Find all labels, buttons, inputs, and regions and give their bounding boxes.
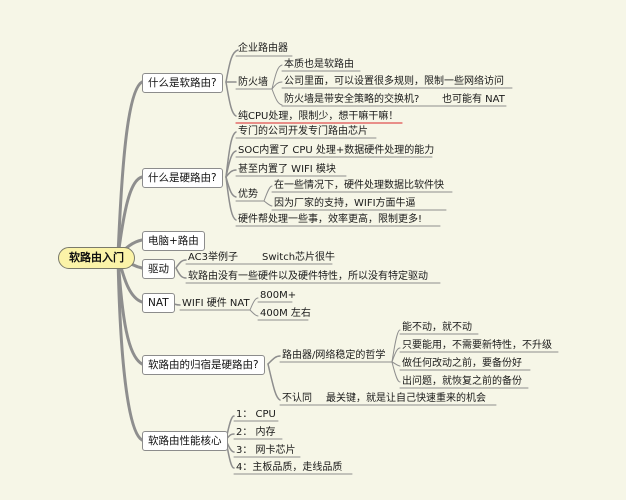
node-800m: 800M+ xyxy=(260,290,297,301)
node-pure-cpu: 纯CPU处理，限制少，想干嘛干嘛！ xyxy=(238,111,399,122)
node-firewall-nat: 也可能有 NAT xyxy=(442,94,505,105)
node-no-driver: 软路由没有一些硬件以及硬件特性，所以没有特定驱动 xyxy=(188,271,428,282)
node-wifi-vendor: 因为厂家的支持，WIFI方面牛逼 xyxy=(274,198,416,209)
connector xyxy=(116,175,144,258)
node-ac3-example: AC3举例子 xyxy=(188,252,239,263)
connector xyxy=(225,81,237,117)
node-cpu: 1： CPU xyxy=(236,409,276,420)
node-enterprise-router: 企业路由器 xyxy=(238,43,288,54)
connector xyxy=(391,347,401,363)
connector xyxy=(175,259,187,269)
node-firewall-switch: 防火墙是带安全策略的交换机? xyxy=(284,94,420,105)
connector xyxy=(116,80,144,258)
connector xyxy=(225,131,237,178)
node-disagree: 不认同 xyxy=(282,393,312,404)
node-hw-faster: 在一些情况下，硬件处理数据比软件快 xyxy=(274,180,444,191)
node-firewall-rules: 公司里面，可以设置很多规则，限制一些网络访问 xyxy=(284,76,504,87)
connector xyxy=(263,200,273,207)
node-stability-philosophy: 路由器/网络稳定的哲学 xyxy=(282,350,386,361)
node-no-upgrade: 只要能用，不需要新特性，不升级 xyxy=(402,340,552,351)
node-fast-restart: 最关键，就是让自己快速重来的机会 xyxy=(326,393,486,404)
connector xyxy=(263,185,273,202)
branch-soft-to-hard: 软路由的归宿是硬路由? xyxy=(142,355,265,375)
connector xyxy=(225,176,237,221)
branch-performance-core: 软路由性能核心 xyxy=(142,431,228,451)
connector xyxy=(267,363,281,401)
node-400m: 400M 左右 xyxy=(260,308,311,319)
node-hw-efficiency: 硬件帮处理一些事，效率更高，限制更多! xyxy=(238,214,423,225)
node-firewall-essence: 本质也是软路由 xyxy=(284,59,354,70)
connector xyxy=(225,49,239,83)
branch-pc-router: 电脑+路由 xyxy=(142,231,205,251)
branch-what-is-soft-router: 什么是软路由? xyxy=(142,73,223,93)
connector xyxy=(391,329,401,363)
connector xyxy=(225,169,237,178)
node-restore: 出问题，就恢复之前的备份 xyxy=(402,376,522,387)
node-wifi-hw-nat: WIFI 硬件 NAT xyxy=(182,298,250,309)
connector xyxy=(175,267,187,279)
connector xyxy=(391,361,401,367)
node-backup-first: 做任何改动之前，要备份好 xyxy=(402,358,522,369)
node-switch-chip: Switch芯片很牛 xyxy=(262,252,336,263)
branch-what-is-hard-router: 什么是硬路由? xyxy=(142,168,223,188)
node-memory: 2： 内存 xyxy=(236,427,276,438)
root-node: 软路由入门 xyxy=(58,247,135,269)
connector xyxy=(249,309,259,317)
connector xyxy=(249,297,259,311)
connector xyxy=(271,64,283,90)
node-dedicated-chip: 专门的公司开发专门路由芯片 xyxy=(238,126,368,137)
node-soc: SOC内置了 CPU 处理+数据硬件处理的能力 xyxy=(238,145,435,156)
connector xyxy=(116,254,144,442)
connector xyxy=(271,81,283,90)
branch-nat: NAT xyxy=(142,293,175,313)
connector xyxy=(391,361,401,383)
node-advantage: 优势 xyxy=(238,189,258,200)
node-wifi-module: 甚至内置了 WIFI 模块 xyxy=(238,164,336,175)
node-board-quality: 4：主板品质，走线品质 xyxy=(236,462,343,473)
branch-driver: 驱动 xyxy=(142,259,175,279)
node-dont-touch: 能不动，就不动 xyxy=(402,322,472,333)
connector xyxy=(225,150,237,178)
connector xyxy=(271,88,283,106)
connector xyxy=(267,355,281,365)
node-firewall: 防火墙 xyxy=(238,77,268,88)
node-nic-chip: 3： 网卡芯片 xyxy=(236,445,296,456)
